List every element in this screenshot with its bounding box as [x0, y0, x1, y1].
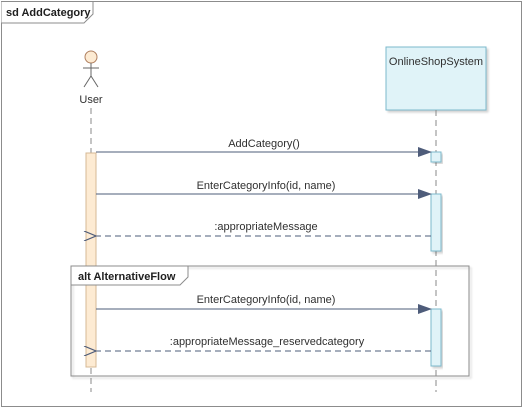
- alt-fragment-tab: [70, 265, 189, 286]
- alt-fragment-frame: [70, 265, 470, 377]
- message-4: EnterCategoryInfo(id, name): [96, 294, 432, 314]
- participant-box: [385, 46, 487, 111]
- message-label: :appropriateMessage: [214, 221, 317, 233]
- message-label: EnterCategoryInfo(id, name): [197, 294, 336, 306]
- message-5: :appropriateMessage_reservedcategory: [96, 336, 431, 351]
- message-2: EnterCategoryInfo(id, name): [96, 180, 432, 199]
- message-1: AddCategory(): [96, 138, 432, 157]
- message-3: :appropriateMessage: [96, 221, 431, 236]
- user-activation-bar: [85, 152, 97, 368]
- user-actor-label: User: [79, 94, 103, 106]
- alt-fragment-label: alt AlternativeFlow: [78, 271, 176, 283]
- participant-label: OnlineShopSystem: [389, 56, 483, 68]
- message-label: :appropriateMessage_reservedcategory: [170, 336, 365, 348]
- user-actor-icon: [83, 50, 99, 88]
- system-activation-bar: [430, 308, 442, 367]
- message-label: AddCategory(): [228, 138, 300, 150]
- message-label: EnterCategoryInfo(id, name): [197, 180, 336, 192]
- system-activation-bar: [430, 193, 442, 252]
- frame-title-tab: [1, 1, 94, 24]
- frame-title: sd AddCategory: [6, 7, 91, 19]
- system-activation-bar: [430, 151, 442, 163]
